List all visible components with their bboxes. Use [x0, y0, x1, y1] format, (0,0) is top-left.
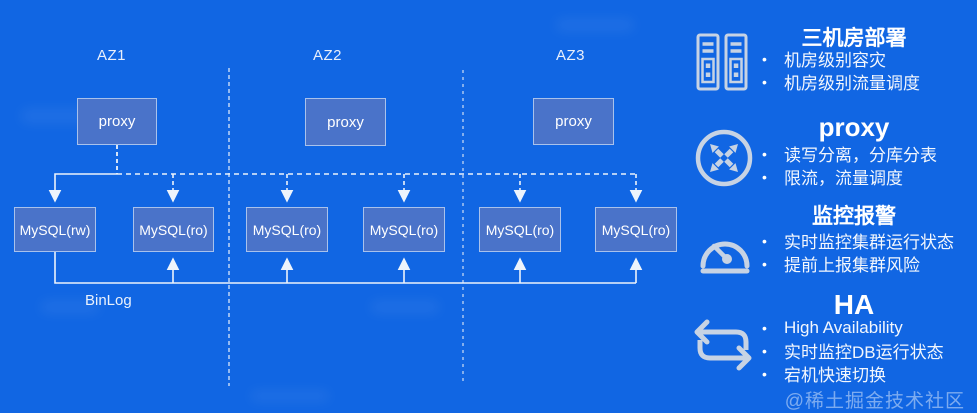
- proxy-node-az1: proxy: [77, 98, 157, 145]
- proxy-icon: [695, 129, 753, 187]
- mysql-rw-node: MySQL(rw): [14, 207, 96, 252]
- feature-bullet: •提前上报集群风险: [762, 255, 920, 276]
- gauge-icon: [700, 241, 750, 274]
- datacenter-icon: [696, 33, 748, 91]
- feature-bullet: •机房级别容灾: [762, 50, 886, 71]
- bullet-dot: •: [762, 232, 767, 249]
- feature-bullet: •宕机快速切换: [762, 365, 886, 386]
- az3-label: AZ3: [556, 47, 586, 64]
- bullet-dot: •: [762, 145, 767, 162]
- feature-title: 三机房部署: [801, 27, 907, 50]
- mysql-ro-node: MySQL(ro): [363, 207, 445, 252]
- proxy-node-az2: proxy: [305, 98, 386, 146]
- binlog-label: BinLog: [85, 292, 132, 309]
- bullet-dot: •: [762, 50, 767, 67]
- bullet-dot: •: [762, 319, 767, 336]
- feature-bullet: •机房级别流量调度: [762, 73, 920, 94]
- bullet-dot: •: [762, 73, 767, 90]
- feature-bullet: •实时监控DB运行状态: [762, 342, 944, 363]
- mysql-ro-node: MySQL(ro): [595, 207, 677, 252]
- az2-label: AZ2: [313, 47, 343, 64]
- community-watermark: @稀土掘金技术社区: [784, 391, 965, 412]
- feature-panel: 三机房部署 •机房级别容灾 •机房级别流量调度 proxy •读写分离，分库分表…: [688, 0, 977, 413]
- mysql-ro-node: MySQL(ro): [479, 207, 561, 252]
- feature-bullet: •读写分离，分库分表: [762, 145, 937, 166]
- feature-title: proxy: [818, 112, 890, 142]
- feature-bullet-list: •High Availability •实时监控DB运行状态 •宕机快速切换: [688, 316, 974, 386]
- mysql-ro-node: MySQL(ro): [133, 207, 214, 252]
- feature-bullet: •限流，流量调度: [762, 168, 903, 189]
- ha-icon: [694, 319, 752, 371]
- proxy-node-az3: proxy: [533, 98, 614, 145]
- feature-title: HA: [833, 289, 875, 320]
- bullet-dot: •: [762, 365, 767, 382]
- bullet-dot: •: [762, 342, 767, 359]
- feature-bullet-list: •机房级别容灾 •机房级别流量调度: [688, 47, 974, 94]
- feature-bullet-list: •实时监控集群运行状态 •提前上报集群风险: [688, 229, 974, 276]
- feature-bullet-list: •读写分离，分库分表 •限流，流量调度: [688, 142, 974, 189]
- bullet-dot: •: [762, 168, 767, 185]
- az1-label: AZ1: [97, 47, 127, 64]
- mysql-ro-node: MySQL(ro): [246, 207, 328, 252]
- feature-title: 监控报警: [812, 205, 896, 228]
- feature-bullet: •实时监控集群运行状态: [762, 232, 954, 253]
- bullet-dot: •: [762, 255, 767, 272]
- feature-bullet: •High Availability: [762, 317, 903, 337]
